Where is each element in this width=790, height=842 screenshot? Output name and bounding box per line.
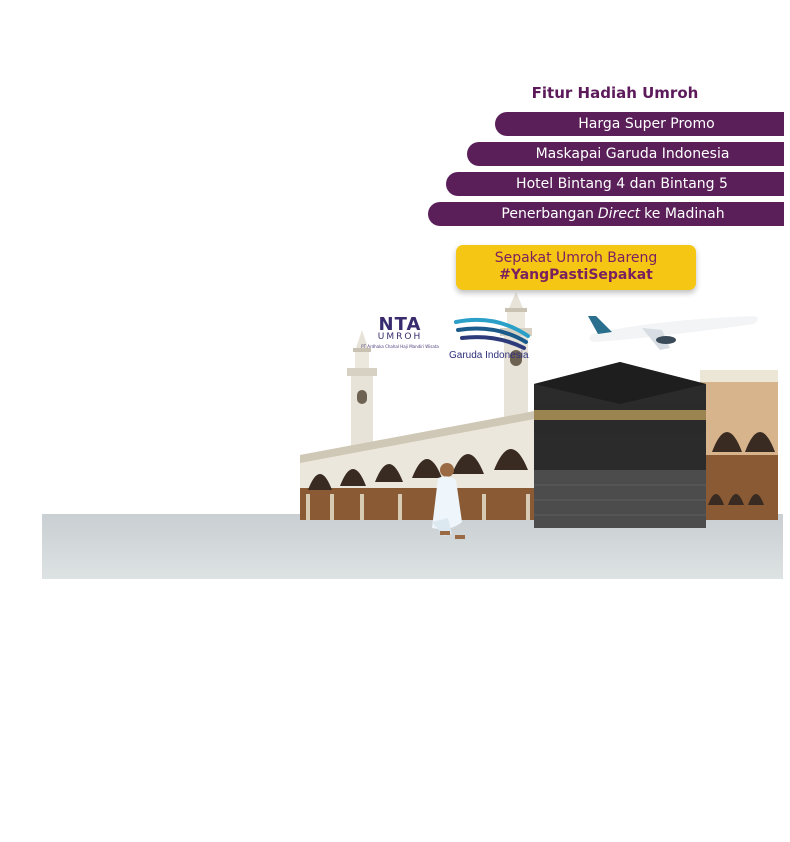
feature-penerbangan-suffix: ke Madinah: [644, 206, 725, 222]
cta-hashtag: #YangPastiSepakat: [499, 267, 653, 283]
cta-line1: Sepakat Umroh Bareng: [494, 250, 658, 266]
pilgrim-figure-icon: [432, 463, 465, 539]
nta-umroh-logo: NTA UMROH PT Ardhaka Chahal Haji Mandiri…: [360, 314, 440, 349]
kaaba-icon: [534, 362, 706, 528]
garuda-logo-text: Garuda Indonesia: [449, 350, 529, 361]
feature-harga-super-promo: Harga Super Promo: [495, 112, 784, 136]
feature-penerbangan-emph: Direct: [597, 206, 641, 222]
left-minaret-icon: [347, 330, 377, 447]
feature-penerbangan-direct: Penerbangan Direct ke Madinah: [428, 202, 784, 226]
center-minaret-icon: [500, 292, 532, 425]
airplane-icon: [588, 316, 758, 350]
feature-hotel-bintang: Hotel Bintang 4 dan Bintang 5: [446, 172, 784, 196]
cta-button[interactable]: Sepakat Umroh Bareng #YangPastiSepakat: [456, 245, 696, 290]
nta-sub: UMROH: [377, 332, 423, 342]
nta-brand: NTA: [378, 314, 422, 335]
promo-title: Fitur Hadiah Umroh: [531, 84, 699, 102]
right-colonnade: [700, 370, 778, 520]
feature-penerbangan-prefix: Penerbangan: [501, 206, 594, 222]
mosque-colonnade: [300, 410, 540, 520]
feature-maskapai-garuda: Maskapai Garuda Indonesia: [467, 142, 784, 166]
garuda-indonesia-logo: [454, 317, 530, 350]
nta-tagline: PT Ardhaka Chahal Haji Mandiri Wisata: [361, 344, 439, 349]
